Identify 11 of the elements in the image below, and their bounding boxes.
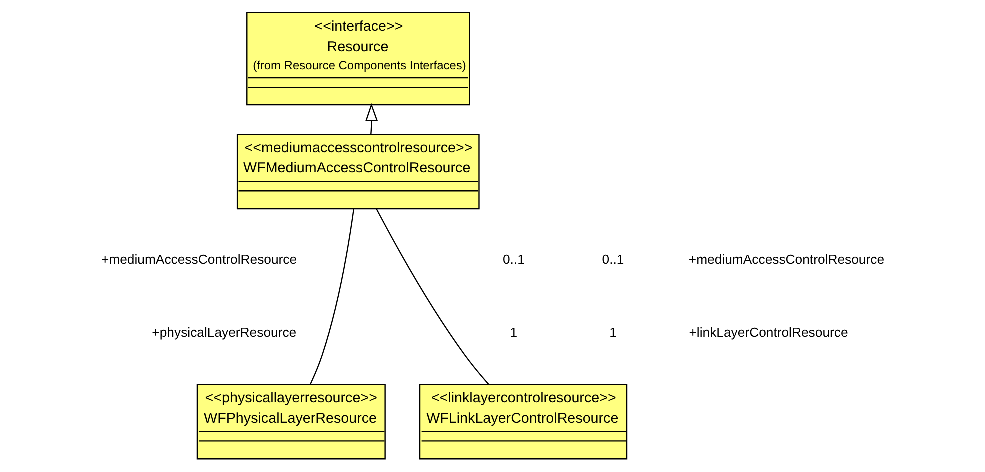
arrow	[365, 103, 378, 135]
connector	[376, 209, 489, 386]
connector	[309, 209, 354, 385]
label: +mediumAccessControlResource	[688, 252, 884, 267]
label: 1	[609, 324, 616, 340]
label: +mediumAccessControlResource	[100, 252, 297, 267]
label: +linkLayerControlResource	[688, 324, 848, 340]
label: 0..1	[602, 252, 624, 267]
label: +physicalLayerResource	[152, 324, 296, 340]
label: 1	[510, 324, 518, 340]
label: 0..1	[502, 252, 524, 267]
